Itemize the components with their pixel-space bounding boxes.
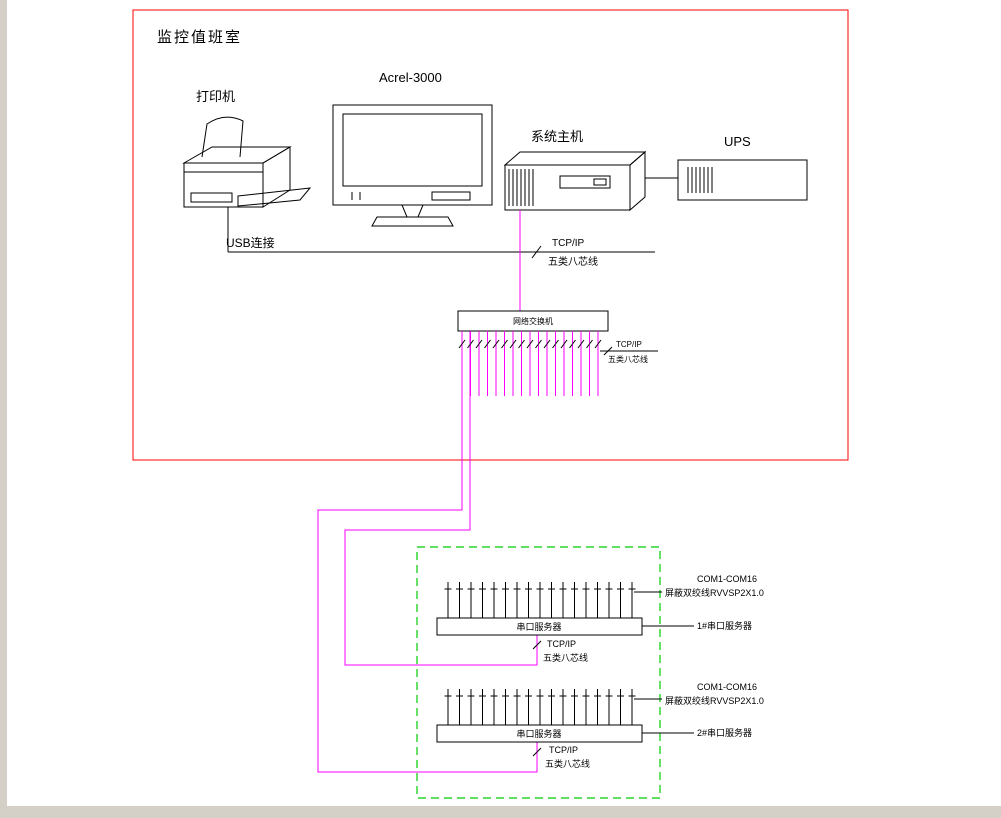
switch-tcpip-leader — [600, 346, 658, 356]
window-edge-bottom — [0, 806, 1001, 818]
server2-tcpip-label: TCP/IP — [549, 745, 578, 755]
server2-name-label: 2#串口服务器 — [697, 727, 752, 738]
printer-drawing — [182, 116, 312, 208]
server2-tcpip-slash — [532, 747, 542, 757]
switch-tcpip-label: TCP/IP — [616, 340, 642, 349]
switch-fan-lines — [458, 331, 602, 396]
server1-tcpip-label: TCP/IP — [547, 639, 576, 649]
server1-shield-label: 屏蔽双绞线RVVSP2X1.0 — [665, 587, 764, 598]
host-vents — [508, 169, 534, 206]
server2-box-label: 串口服务器 — [516, 728, 561, 739]
network-switch-box — [457, 310, 609, 332]
monitor-drawing — [332, 104, 493, 227]
switch-cable-label: 五类八芯线 — [608, 354, 648, 364]
field-equipment-zone — [416, 546, 661, 799]
host-label: 系统主机 — [531, 129, 583, 144]
ups-drawing — [677, 159, 808, 201]
server1-box-label: 串口服务器 — [516, 621, 561, 632]
network-switch-label: 网络交换机 — [513, 316, 553, 326]
server1-tcpip-slash — [532, 640, 542, 650]
monitor-label: Acrel-3000 — [379, 70, 442, 85]
window-edge-left — [0, 0, 7, 818]
host-drawing — [503, 150, 647, 212]
host-cable-label: 五类八芯线 — [548, 255, 598, 268]
server2-cable-label: 五类八芯线 — [545, 758, 590, 769]
server1-name-label: 1#串口服务器 — [697, 620, 752, 631]
switch-server1-cable — [344, 331, 538, 666]
usb-tcpip-connection — [227, 207, 655, 259]
ups-label: UPS — [724, 134, 751, 149]
monitoring-room-boundary — [132, 9, 849, 461]
switch-server2-cable — [317, 331, 538, 773]
server2-shield-label: 屏蔽双绞线RVVSP2X1.0 — [665, 695, 764, 706]
room-title: 监控值班室 — [157, 29, 242, 46]
usb-label: USB连接 — [226, 235, 275, 250]
printer-label: 打印机 — [196, 89, 235, 104]
host-tcpip-label: TCP/IP — [552, 238, 585, 249]
server1-fan-lines — [444, 582, 636, 618]
server2-fan-lines — [444, 689, 636, 725]
server1-com-label: COM1-COM16 — [697, 574, 757, 584]
server1-cable-label: 五类八芯线 — [543, 652, 588, 663]
ups-vents — [687, 167, 713, 193]
server2-com-label: COM1-COM16 — [697, 682, 757, 692]
